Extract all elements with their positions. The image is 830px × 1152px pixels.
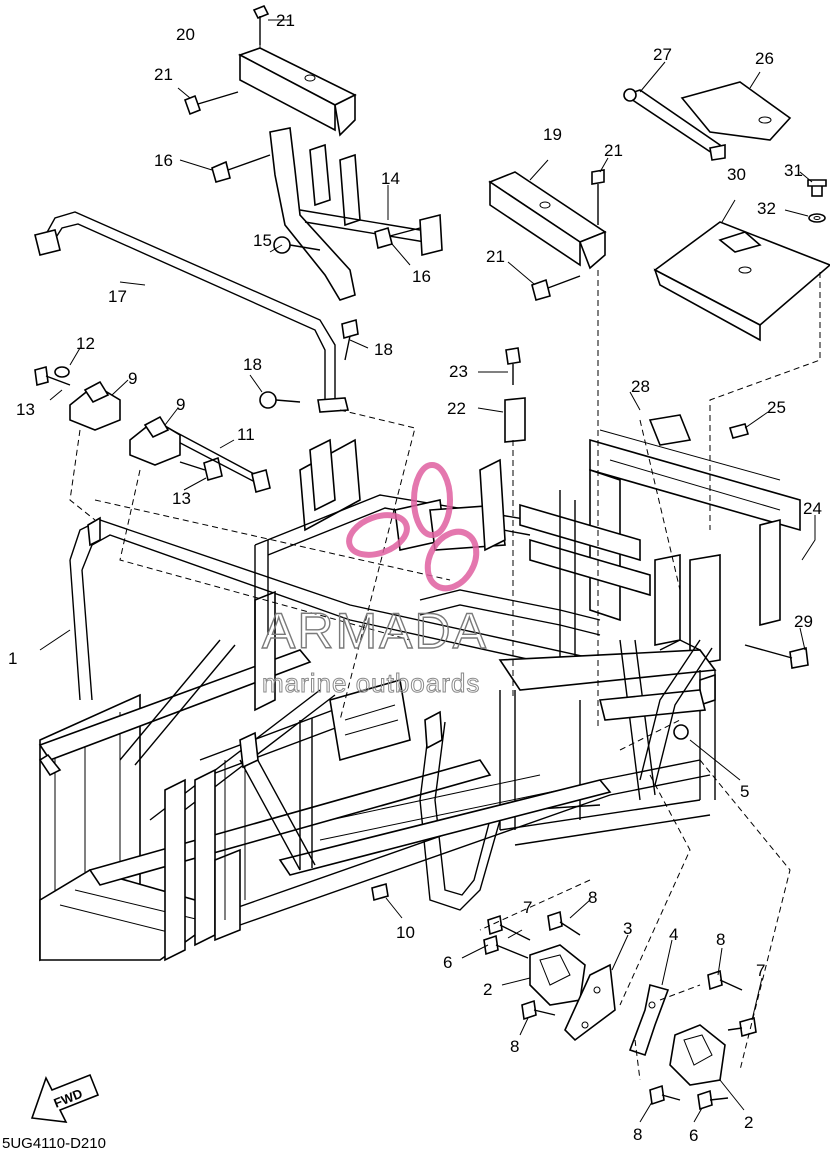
callout-31: 31 [784, 161, 803, 180]
callout-27: 27 [653, 45, 672, 64]
callout-28: 28 [631, 377, 650, 396]
callout-20: 20 [176, 25, 195, 44]
callout-8-c: 8 [716, 930, 725, 949]
callout-12: 12 [76, 334, 95, 353]
callout-11: 11 [237, 425, 255, 444]
callout-22: 22 [447, 399, 466, 418]
callout-13-right: 13 [172, 489, 191, 508]
callout-16-right: 16 [412, 267, 431, 286]
callout-13-left: 13 [16, 400, 35, 419]
callout-24: 24 [803, 499, 822, 518]
callout-2-right: 2 [744, 1113, 753, 1132]
callout-32: 32 [757, 199, 776, 218]
mount-part2-right [669, 1024, 726, 1086]
callout-30: 30 [727, 165, 746, 184]
callout-18-upper: 18 [374, 340, 393, 359]
bolt-part31 [807, 179, 827, 197]
callout-25: 25 [767, 398, 786, 417]
bolt-set [34, 4, 809, 669]
callout-8-a: 8 [588, 888, 597, 907]
callout-5: 5 [740, 782, 749, 801]
fwd-arrow-icon: FWD [30, 1073, 100, 1123]
lower-bolts [371, 423, 757, 1111]
cover-part26 [680, 81, 792, 141]
callout-6-left: 6 [443, 953, 452, 972]
bracket-part4 [628, 983, 670, 1057]
callout-7-right: 7 [756, 961, 765, 980]
callouts: 1 2 2 3 4 5 6 6 7 7 8 8 8 8 9 9 10 11 12… [8, 11, 822, 1145]
callout-21-mid-top: 21 [604, 141, 623, 160]
callout-1: 1 [8, 649, 17, 668]
callout-18-lower: 18 [243, 355, 262, 374]
callout-10: 10 [396, 923, 415, 942]
bracket-part3 [564, 963, 616, 1042]
callout-15: 15 [253, 231, 272, 250]
callout-26: 26 [755, 49, 774, 68]
callout-9-left: 9 [128, 369, 137, 388]
main-frame [38, 414, 801, 962]
washer-part32 [808, 213, 826, 223]
callout-19: 19 [543, 125, 562, 144]
mount-part2-left [529, 944, 586, 1006]
bracket-part19 [488, 171, 607, 270]
callout-14: 14 [381, 169, 400, 188]
callout-6-right: 6 [689, 1126, 698, 1145]
callout-23: 23 [449, 362, 468, 381]
callout-21-top: 21 [276, 11, 295, 30]
callout-2-left: 2 [483, 980, 492, 999]
callout-9-right: 9 [176, 395, 185, 414]
callout-21-mid-lower: 21 [486, 247, 505, 266]
callout-17: 17 [108, 287, 127, 306]
callout-8-b: 8 [510, 1037, 519, 1056]
callout-7-left: 7 [523, 898, 532, 917]
diagram-code: 5UG4110-D210 [2, 1135, 106, 1152]
leader-lines [39, 19, 821, 1123]
mount-part9 [69, 380, 181, 466]
watermark-brand: ARMADA [262, 603, 488, 659]
shaft-part27 [623, 88, 726, 161]
callout-16-left: 16 [154, 151, 173, 170]
bracket-part20 [238, 47, 357, 137]
watermark-tagline: marine outboards [262, 668, 480, 698]
watermark-logo [346, 462, 480, 592]
bracket-part14 [269, 127, 443, 301]
plate-part30 [653, 221, 830, 342]
callout-3: 3 [623, 919, 632, 938]
callout-4: 4 [669, 925, 678, 944]
callout-8-d: 8 [633, 1125, 642, 1144]
rail-bar-part17 [34, 211, 350, 413]
watermark: ARMADA marine outboards [261, 462, 488, 699]
callout-29: 29 [794, 612, 813, 631]
callout-21-left: 21 [154, 65, 173, 84]
